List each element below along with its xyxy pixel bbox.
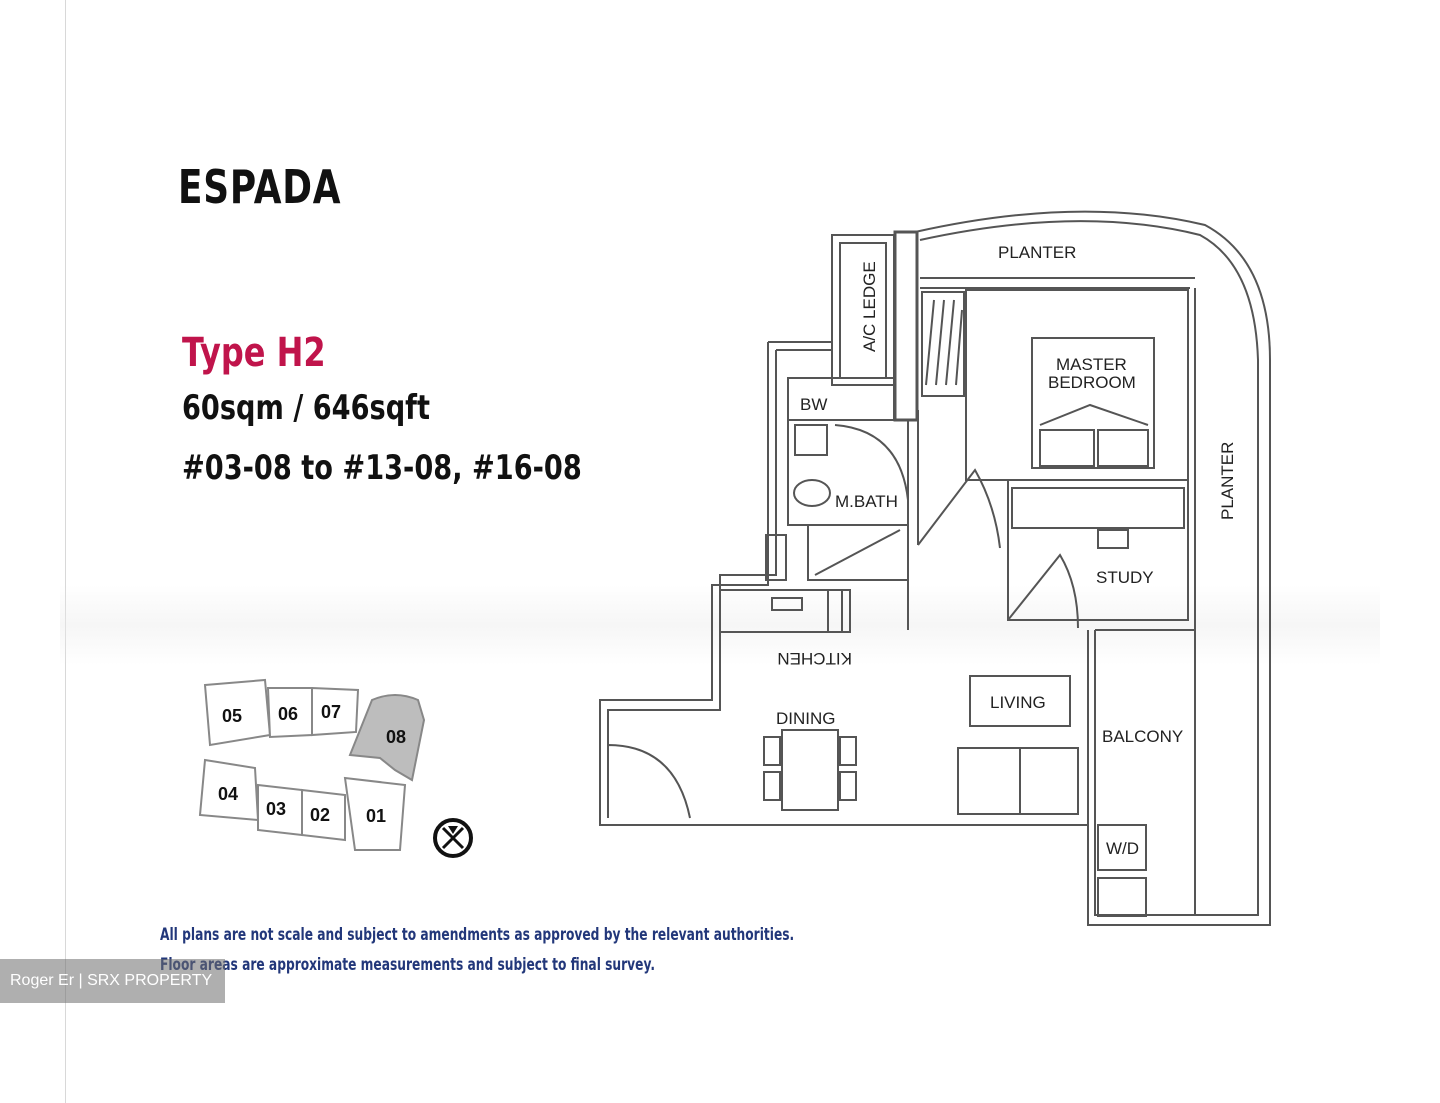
bed: [1031, 337, 1155, 469]
label-m-bath: M.BATH: [835, 492, 898, 511]
label-wd: W/D: [1106, 839, 1139, 858]
kitchen-left-wall: [599, 341, 1088, 826]
key-plan: [198, 678, 426, 851]
key-unit-05: 05: [222, 706, 242, 726]
label-living: LIVING: [990, 693, 1046, 712]
key-block-02: [301, 788, 346, 842]
kitchen-counter: [719, 589, 851, 633]
passage-wall: [907, 410, 919, 630]
tv-console: [969, 675, 1071, 727]
label-bw: BW: [800, 395, 827, 414]
label-kitchen: KITCHEN: [777, 649, 852, 668]
unit-area: 60sqm / 646sqft: [182, 388, 431, 428]
planter-inner: [919, 220, 1259, 916]
label-study: STUDY: [1096, 568, 1154, 587]
wardrobe: [921, 291, 965, 397]
bath-door-swing: [834, 424, 909, 501]
toilet: [793, 479, 831, 507]
sofa: [957, 747, 1079, 815]
key-block-01: [343, 776, 407, 851]
north-arrow-icon: [433, 818, 473, 858]
credit-watermark: Roger Er | SRX PROPERTY: [0, 959, 225, 1003]
unit-numbers: #03-08 to #13-08, #16-08: [182, 448, 582, 488]
key-unit-08: 08: [386, 727, 406, 747]
project-name: ESPADA: [178, 160, 342, 214]
balcony-wall: [1094, 629, 1195, 916]
key-unit-03: 03: [266, 799, 286, 819]
label-master-bedroom-1: MASTER: [1056, 355, 1127, 374]
label-balcony: BALCONY: [1102, 727, 1183, 746]
disclaimer-line-2: Floor areas are approximate measurements…: [160, 955, 655, 975]
key-block-07: [311, 686, 360, 737]
wd-box: [1097, 824, 1147, 871]
label-master-bedroom-2: BEDROOM: [1048, 373, 1136, 392]
label-dining: DINING: [776, 709, 836, 728]
study-door-swing: [1007, 553, 1079, 629]
key-unit-07: 07: [321, 702, 341, 722]
unit-type: Type H2: [182, 330, 326, 376]
column-shaft: [893, 230, 919, 422]
study-room: [1007, 479, 1189, 621]
page-edge-line: [65, 0, 66, 1103]
basin: [794, 424, 828, 456]
key-unit-04: 04: [218, 784, 238, 804]
dining-table: [781, 729, 839, 811]
study-desk: [1011, 487, 1185, 529]
planter-top-wall: [920, 277, 1195, 289]
planter-curve: [914, 210, 1271, 926]
disclaimer-line-1: All plans are not scale and subject to a…: [160, 925, 795, 945]
bedroom-door-swing: [917, 468, 1001, 549]
key-unit-01: 01: [366, 806, 386, 826]
label-planter-top: PLANTER: [998, 243, 1076, 262]
key-block-08: [348, 694, 426, 782]
entrance-door-swing: [607, 744, 691, 819]
key-unit-02: 02: [310, 805, 330, 825]
key-unit-06: 06: [278, 704, 298, 724]
label-planter-right: PLANTER: [1218, 442, 1237, 520]
label-ac-ledge: A/C LEDGE: [860, 261, 879, 352]
